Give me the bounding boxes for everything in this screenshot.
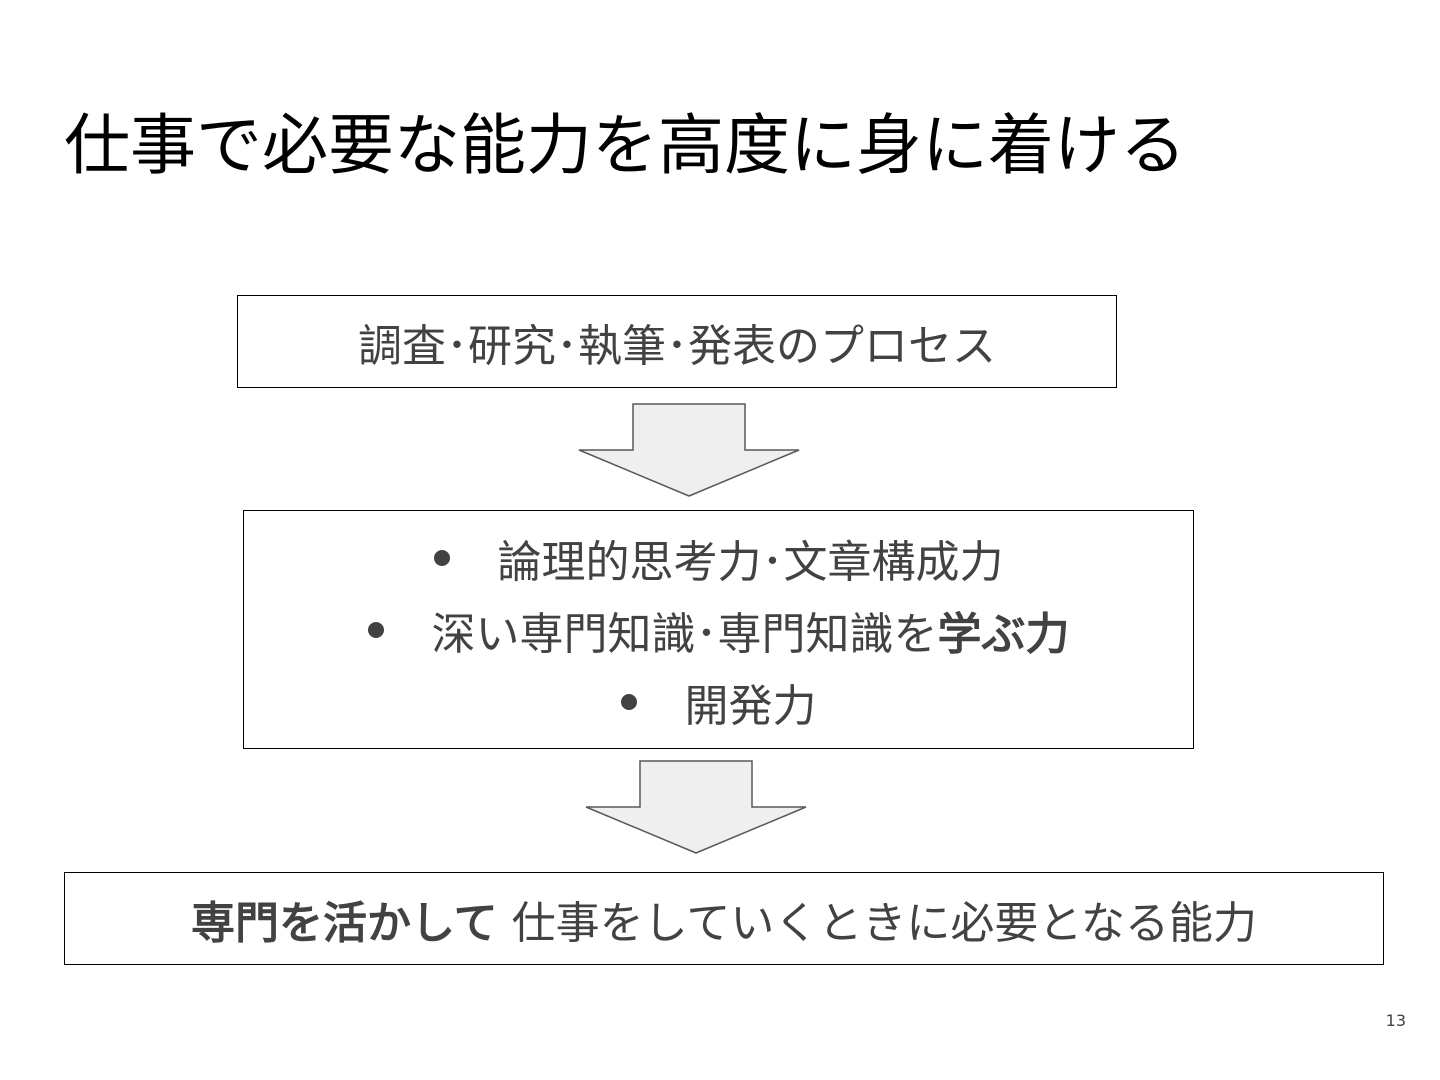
result-text: 仕事をしていくときに必要となる能力	[497, 897, 1258, 949]
skill-text: 深い専門知識･専門知識を	[431, 608, 938, 660]
page-number: 13	[1385, 1011, 1406, 1030]
bullet-icon	[620, 693, 637, 710]
skill-text: 論理的思考力･文章構成力	[497, 536, 1004, 588]
result-text-emphasis: 専門を活かして	[190, 897, 498, 949]
skill-item-development: 開発力	[620, 666, 817, 738]
skills-box: 論理的思考力･文章構成力 深い専門知識･専門知識を学ぶ力 開発力	[243, 510, 1194, 749]
process-box: 調査･研究･執筆･発表のプロセス	[237, 295, 1117, 388]
skill-text-emphasis: 学ぶ力	[937, 608, 1070, 660]
down-arrow-icon	[578, 403, 800, 497]
result-box: 専門を活かして 仕事をしていくときに必要となる能力	[64, 872, 1384, 965]
bullet-icon	[433, 549, 450, 566]
down-arrow-icon	[585, 760, 807, 854]
skill-item-logical-thinking: 論理的思考力･文章構成力	[433, 522, 1004, 594]
skill-item-expert-knowledge: 深い専門知識･専門知識を学ぶ力	[367, 594, 1070, 666]
skill-text: 開発力	[684, 680, 817, 732]
bullet-icon	[367, 621, 384, 638]
slide-title: 仕事で必要な能力を高度に身に着ける	[64, 107, 1186, 184]
process-box-text: 調査･研究･執筆･発表のプロセス	[358, 320, 996, 372]
